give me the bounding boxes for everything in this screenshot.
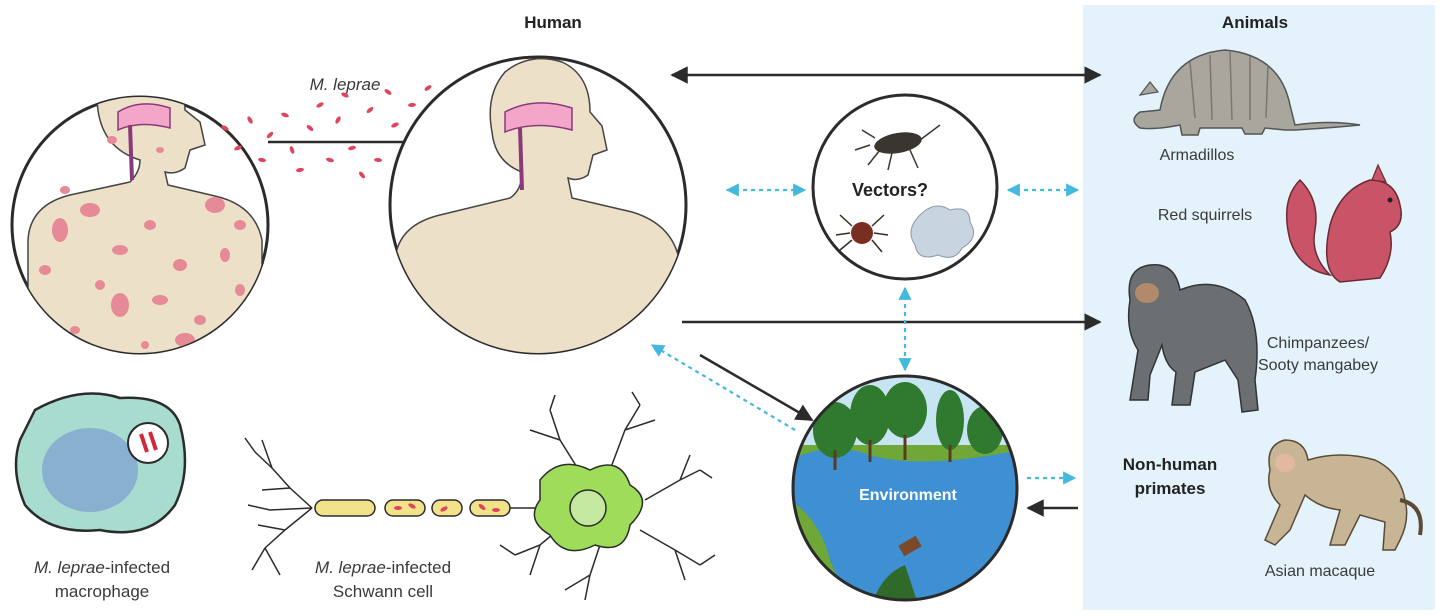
phagosome xyxy=(127,422,169,464)
human-environment-arrow xyxy=(699,353,814,422)
macrophage-caption-line2: macrophage xyxy=(55,582,150,601)
schwann-caption-line2: Schwann cell xyxy=(333,582,433,601)
amoeba-icon xyxy=(910,205,975,258)
human-circle xyxy=(388,55,688,355)
red-squirrels-label: Red squirrels xyxy=(1158,207,1252,224)
nhp-label-line1: Non-human xyxy=(1123,455,1217,474)
chimpanzee-illustration xyxy=(1127,263,1259,413)
pathogen-label: M. leprae xyxy=(310,75,381,94)
animals-title: Animals xyxy=(1222,13,1288,32)
chimp-label-line2: Sooty mangabey xyxy=(1258,357,1378,374)
asian-macaque-label: Asian macaque xyxy=(1265,563,1375,580)
schwann-caption-line1: M. leprae-infected xyxy=(315,558,451,577)
nhp-label-line2: primates xyxy=(1135,479,1206,498)
environment-label: Environment xyxy=(859,487,957,504)
environment-circle: Environment xyxy=(791,374,1019,602)
environment-human-dashed-arrow xyxy=(650,344,796,431)
kissing-bug-icon xyxy=(854,124,941,171)
healthy-human-body xyxy=(394,57,681,353)
vectors-label: Vectors? xyxy=(852,180,928,200)
infected-human-circle xyxy=(10,95,270,355)
vectors-circle: Vectors? xyxy=(811,93,999,281)
macrophage-caption-line1: M. leprae-infected xyxy=(34,558,170,577)
red-squirrel-illustration xyxy=(1285,163,1402,283)
macrophage-nucleus xyxy=(42,428,138,512)
armadillos-label: Armadillos xyxy=(1160,147,1235,164)
chimp-label-line1: Chimpanzees/ xyxy=(1267,335,1370,352)
human-title: Human xyxy=(524,13,582,32)
macaque-illustration xyxy=(1264,439,1423,551)
armadillo-illustration xyxy=(1133,49,1361,136)
macrophage-cell xyxy=(14,392,187,534)
tick-icon xyxy=(835,214,889,253)
